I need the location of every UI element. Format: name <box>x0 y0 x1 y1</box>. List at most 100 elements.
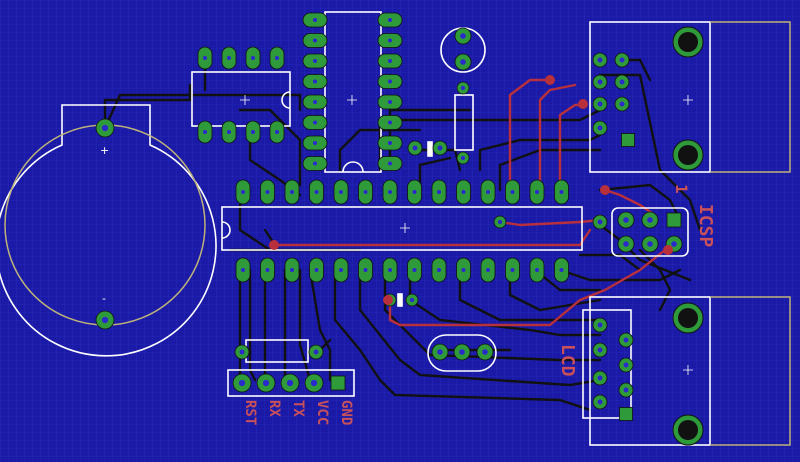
battery-pad-plus-drill <box>101 124 109 132</box>
pads <box>95 12 704 446</box>
via-5 <box>269 240 279 250</box>
resonator-pad-3-drill <box>482 349 488 355</box>
mcu-pad-bottom-7-drill <box>412 268 417 272</box>
dip16-pad-left-6-drill <box>313 141 317 145</box>
dip16-pad-right-2-drill <box>388 59 392 63</box>
dip16-pad-right-0-drill <box>388 18 392 22</box>
resistor-pad-2-drill <box>313 349 319 355</box>
jack-bottom-pad-1-drill <box>597 347 603 353</box>
jack-top-outline <box>589 21 711 173</box>
jack-top-pad-0-drill <box>597 57 603 63</box>
dip8-pad-top-1-drill <box>227 56 231 60</box>
jack-bottom-pad-square <box>619 407 633 421</box>
jack-top-pad-1-drill <box>597 79 603 85</box>
rx-label: RX <box>266 400 282 417</box>
silkscreen <box>0 11 711 446</box>
jack-bottom-pad-2-drill <box>597 375 603 381</box>
jack-bottom-pad-4-drill <box>623 387 629 393</box>
dip8-pad-top-3-drill <box>275 56 279 60</box>
tx-label: TX <box>290 400 306 417</box>
serial-pad-4 <box>330 375 346 391</box>
mcu-pad-top-10-drill <box>486 190 490 194</box>
crystal-pad-1-drill <box>460 33 466 39</box>
jack-top-pad-6-drill <box>619 57 625 63</box>
dip16-pad-left-1-drill <box>313 38 317 43</box>
mcu-pad-top-4-drill <box>339 190 343 194</box>
dip8-pad-bottom-3-drill <box>275 130 279 134</box>
icsp-pad-0-drill <box>623 217 629 223</box>
jack-bottom-pad-0-drill <box>597 322 603 328</box>
icsp-pin1-label: 1 <box>672 184 691 194</box>
jack-bottom-mount-1-hole <box>678 308 698 328</box>
via-4 <box>663 245 673 255</box>
mcu-pad-top-12-drill <box>535 190 539 194</box>
mcu-pad-top-1-drill <box>265 190 270 194</box>
mcu-pad-bottom-8-drill <box>437 268 441 272</box>
mcu-pad-top-5-drill <box>363 190 368 194</box>
via-2 <box>578 99 588 109</box>
jack-bottom-pad-3-drill <box>597 399 603 405</box>
lcd-label: LCD <box>557 344 578 377</box>
mcu-pad-bottom-9-drill <box>461 268 466 272</box>
dip16-pad-left-4-drill <box>313 100 317 104</box>
resonator-pad-2-drill <box>459 349 465 355</box>
dip16-pad-right-4-drill <box>388 100 392 104</box>
dip16-outline <box>324 11 382 173</box>
mcu-pad-bottom-5-drill <box>363 268 368 272</box>
mcu-pad-top-7-drill <box>412 190 417 194</box>
via-6 <box>383 295 393 305</box>
serial-pad-0-drill <box>238 379 246 387</box>
via-3 <box>600 185 610 195</box>
cap-pad-1-drill <box>460 85 466 91</box>
dip16-pad-right-1-drill <box>388 38 392 43</box>
mcu-pad-bottom-2-drill <box>290 268 294 272</box>
resonator-pad-1-drill <box>437 349 443 355</box>
dip16-pad-right-6-drill <box>388 141 392 145</box>
mcu-pad-top-0-drill <box>241 190 245 194</box>
vcc-label: VCC <box>314 400 330 425</box>
dip16-pad-right-5-drill <box>388 120 392 125</box>
mcu-pad-bottom-1-drill <box>265 268 270 272</box>
mcu-pad-top-11-drill <box>510 190 515 194</box>
serial-pad-2-drill <box>286 379 294 387</box>
jack-top-pad-3-drill <box>597 125 603 131</box>
gnd-label: GND <box>338 400 354 425</box>
dip8-pad-bottom-2-drill <box>251 130 255 134</box>
dip8-pad-top-2-drill <box>251 56 255 60</box>
battery-holder-outline <box>0 104 217 357</box>
icsp-pad-3-drill <box>623 241 629 247</box>
cap3-pad-2-drill <box>409 297 415 303</box>
mcu-pad-bottom-6-drill <box>388 268 392 272</box>
dip16-pad-left-5-drill <box>313 120 317 125</box>
mcu-pad-top-6-drill <box>388 190 392 194</box>
mcu-pad-bottom-12-drill <box>535 268 539 272</box>
jack-bottom-pad-5-drill <box>623 362 629 368</box>
dip8-outline <box>191 71 291 127</box>
battery-plus-label: + <box>100 144 109 157</box>
mcu-pad-bottom-13-drill <box>559 268 564 272</box>
header-pin-labels: RST RX TX VCC GND <box>242 400 354 425</box>
jack-top-mount-2-hole <box>678 145 698 165</box>
jack-top-pad-square <box>621 133 635 147</box>
dip16-pad-left-0-drill <box>313 18 317 22</box>
crosshairs <box>240 95 693 375</box>
dip16-pad-left-3-drill <box>313 79 317 84</box>
dip8-pad-top-0-drill <box>203 56 207 60</box>
mcu-pad-bottom-3-drill <box>314 268 319 272</box>
misc-pad-2-drill <box>497 219 503 225</box>
via-1 <box>545 75 555 85</box>
icsp-label: ICSP <box>695 204 716 248</box>
dip8-pad-bottom-1-drill <box>227 130 231 134</box>
jack-top-pad-5-drill <box>619 79 625 85</box>
dip8-pad-bottom-0-drill <box>203 130 207 134</box>
battery-pad-minus-drill <box>101 316 109 324</box>
icsp-pad-1 <box>666 212 682 228</box>
icsp-pad-1-drill <box>647 217 653 223</box>
mcu-pad-bottom-10-drill <box>486 268 490 272</box>
jack-top-pad-4-drill <box>619 101 625 107</box>
mcu-outline <box>221 206 583 251</box>
mcu-pad-bottom-11-drill <box>510 268 515 272</box>
icsp-pad-4-drill <box>647 241 653 247</box>
resonator-outline <box>427 334 497 372</box>
